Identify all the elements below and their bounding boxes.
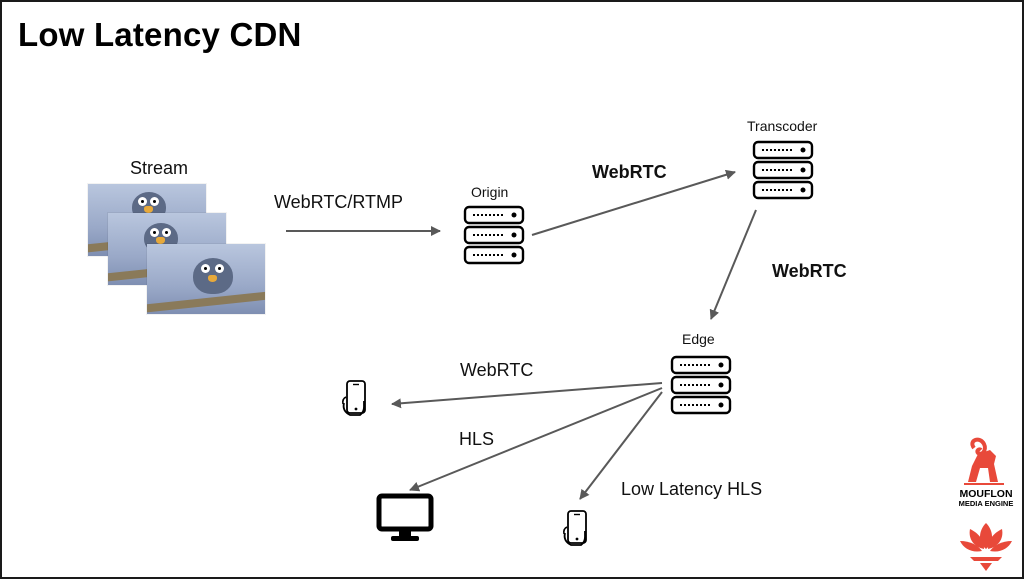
logo-wordmark: MOUFLON MEDIA ENGINE <box>958 489 1014 509</box>
lotus-logo-icon <box>960 523 1012 571</box>
edge-to-monitor-label: HLS <box>459 429 495 449</box>
transcoder-label: Transcoder <box>747 118 818 134</box>
stream-thumbnail-3 <box>147 244 265 314</box>
edge-to-phone-label: WebRTC <box>460 360 534 380</box>
transcoder-to-edge-label: WebRTC <box>772 261 847 281</box>
slide-title: Low Latency CDN <box>18 16 302 53</box>
logo-line-2: MEDIA ENGINE <box>958 499 1014 508</box>
arrow-edge-to-monitor <box>409 387 663 492</box>
smartphone-icon-2 <box>562 510 587 546</box>
arrow-edge-to-phone2 <box>579 391 663 500</box>
arrow-edge-to-phone <box>391 382 663 409</box>
edge-to-phone2-label: Low Latency HLS <box>621 479 763 499</box>
origin-to-transcoder-label: WebRTC <box>592 162 667 182</box>
arrow-origin-to-transcoder <box>531 169 736 236</box>
arrow-transcoder-to-edge <box>709 209 757 320</box>
origin-label: Origin <box>471 184 509 200</box>
origin-server-icon <box>463 205 525 265</box>
stream-label: Stream <box>130 158 189 178</box>
edge-server-icon <box>670 355 732 415</box>
stream-to-origin-label: WebRTC/RTMP <box>274 192 404 212</box>
transcoder-server-icon <box>752 140 814 200</box>
ram-logo-icon <box>964 437 1004 485</box>
smartphone-icon <box>341 380 366 416</box>
logo-line-1: MOUFLON <box>959 488 1013 500</box>
monitor-icon <box>376 493 434 541</box>
edge-label: Edge <box>682 331 715 347</box>
